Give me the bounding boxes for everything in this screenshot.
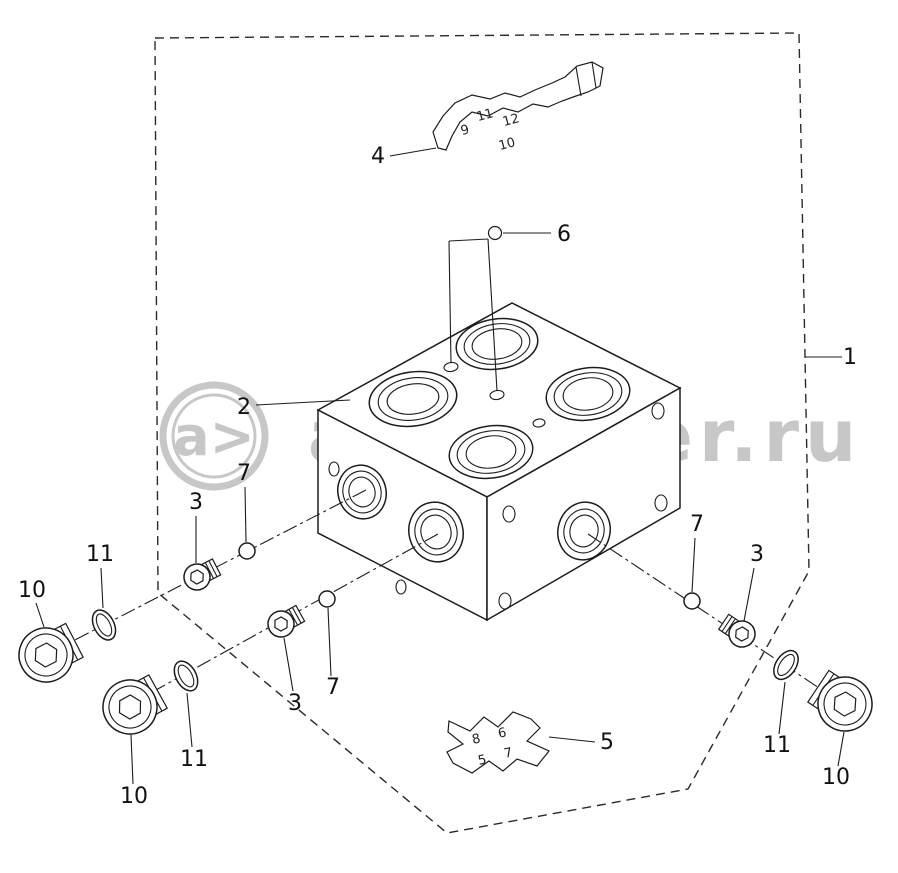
callout-3: 3	[288, 691, 302, 716]
callout-1: 1	[843, 345, 857, 370]
leader-line-3c	[743, 567, 755, 622]
leader-line-11b	[186, 692, 193, 748]
o-ring-11-b	[173, 660, 199, 692]
orifice-plug-6	[487, 225, 503, 241]
orifice-item-6	[448, 225, 503, 392]
callout-11: 11	[763, 733, 791, 758]
hex-socket	[190, 569, 204, 585]
callout-3: 3	[189, 490, 203, 515]
block-right-face	[486, 386, 681, 622]
threaded-port-left-lower	[408, 501, 464, 563]
plug-10-b	[102, 674, 169, 735]
orifice-hole	[532, 418, 546, 428]
leader-line-5	[548, 736, 596, 743]
hex-socket	[735, 626, 749, 642]
mount-hole	[498, 592, 512, 610]
leader-line-11a	[100, 567, 104, 609]
orifice-hole	[489, 389, 505, 401]
tag-5-number: 5	[477, 752, 488, 768]
leader-line-10c	[837, 731, 845, 767]
threaded-port-top-right	[545, 366, 631, 422]
leader-line-2	[255, 399, 351, 406]
tag-5-number: 7	[503, 745, 514, 761]
watermark-logo-text: a>	[173, 405, 255, 468]
callout-5: 5	[600, 730, 614, 755]
callout-2: 2	[237, 395, 251, 420]
callout-6: 6	[557, 222, 571, 247]
callout-3: 3	[750, 542, 764, 567]
tag-4-number: 12	[501, 111, 521, 130]
valve-block	[316, 302, 682, 622]
leader-line-7b	[327, 607, 332, 677]
mount-hole	[654, 494, 668, 512]
orifice-hole	[443, 361, 459, 373]
mount-hole	[502, 505, 516, 523]
o-ring-11-a	[91, 609, 117, 641]
threaded-port-left-upper	[337, 464, 387, 520]
tag-4-number: 10	[497, 135, 517, 154]
callout-11: 11	[180, 747, 208, 772]
plug-10-c	[807, 669, 873, 732]
leader-line-10a	[35, 602, 45, 628]
plug-3-b	[267, 604, 306, 638]
mount-hole	[651, 402, 665, 420]
plug-10-a	[18, 622, 84, 683]
callout-10: 10	[18, 578, 46, 603]
callout-10: 10	[822, 765, 850, 790]
leader-line-3b	[283, 637, 294, 692]
ball-7-c	[683, 592, 701, 610]
threaded-port-top-left	[368, 370, 458, 428]
leader-line-11c	[778, 681, 786, 735]
leader-line-4	[389, 147, 437, 157]
callout-7: 7	[237, 461, 251, 486]
callout-4: 4	[371, 144, 385, 169]
leader-line-7c	[691, 537, 696, 593]
callout-7: 7	[326, 675, 340, 700]
hex-socket	[833, 691, 857, 717]
ball-7-a	[238, 542, 256, 560]
callout-11: 11	[86, 542, 114, 567]
tag-5-plate: 8 6 5 7	[446, 711, 550, 774]
hex-socket	[274, 616, 288, 632]
ball-7-b	[318, 590, 336, 608]
tag-4-plate: 11 9 12 10	[432, 61, 604, 154]
callout-7: 7	[690, 512, 704, 537]
callout-10: 10	[120, 784, 148, 809]
hex-socket	[118, 694, 142, 720]
leader-line-7a	[244, 486, 247, 543]
hex-socket	[34, 642, 58, 668]
tag-5-number: 6	[497, 725, 508, 741]
threaded-port-top-back	[455, 317, 539, 371]
o-ring-11-c	[773, 649, 799, 681]
watermark-logo-outer-ring	[159, 381, 269, 491]
threaded-port-top-front	[448, 424, 534, 480]
mount-hole	[395, 579, 407, 595]
leader-line-10b	[130, 734, 134, 785]
threaded-port-right	[557, 501, 611, 561]
watermark-logo-inner-ring	[171, 393, 257, 479]
plug-3-a	[183, 558, 222, 591]
tag-4-number: 9	[459, 122, 471, 139]
plug-3-c	[717, 613, 756, 648]
tag-5-number: 8	[471, 731, 482, 747]
dashed-border	[154, 32, 810, 834]
mount-hole	[328, 461, 340, 477]
tag-4-number: 11	[475, 106, 495, 125]
